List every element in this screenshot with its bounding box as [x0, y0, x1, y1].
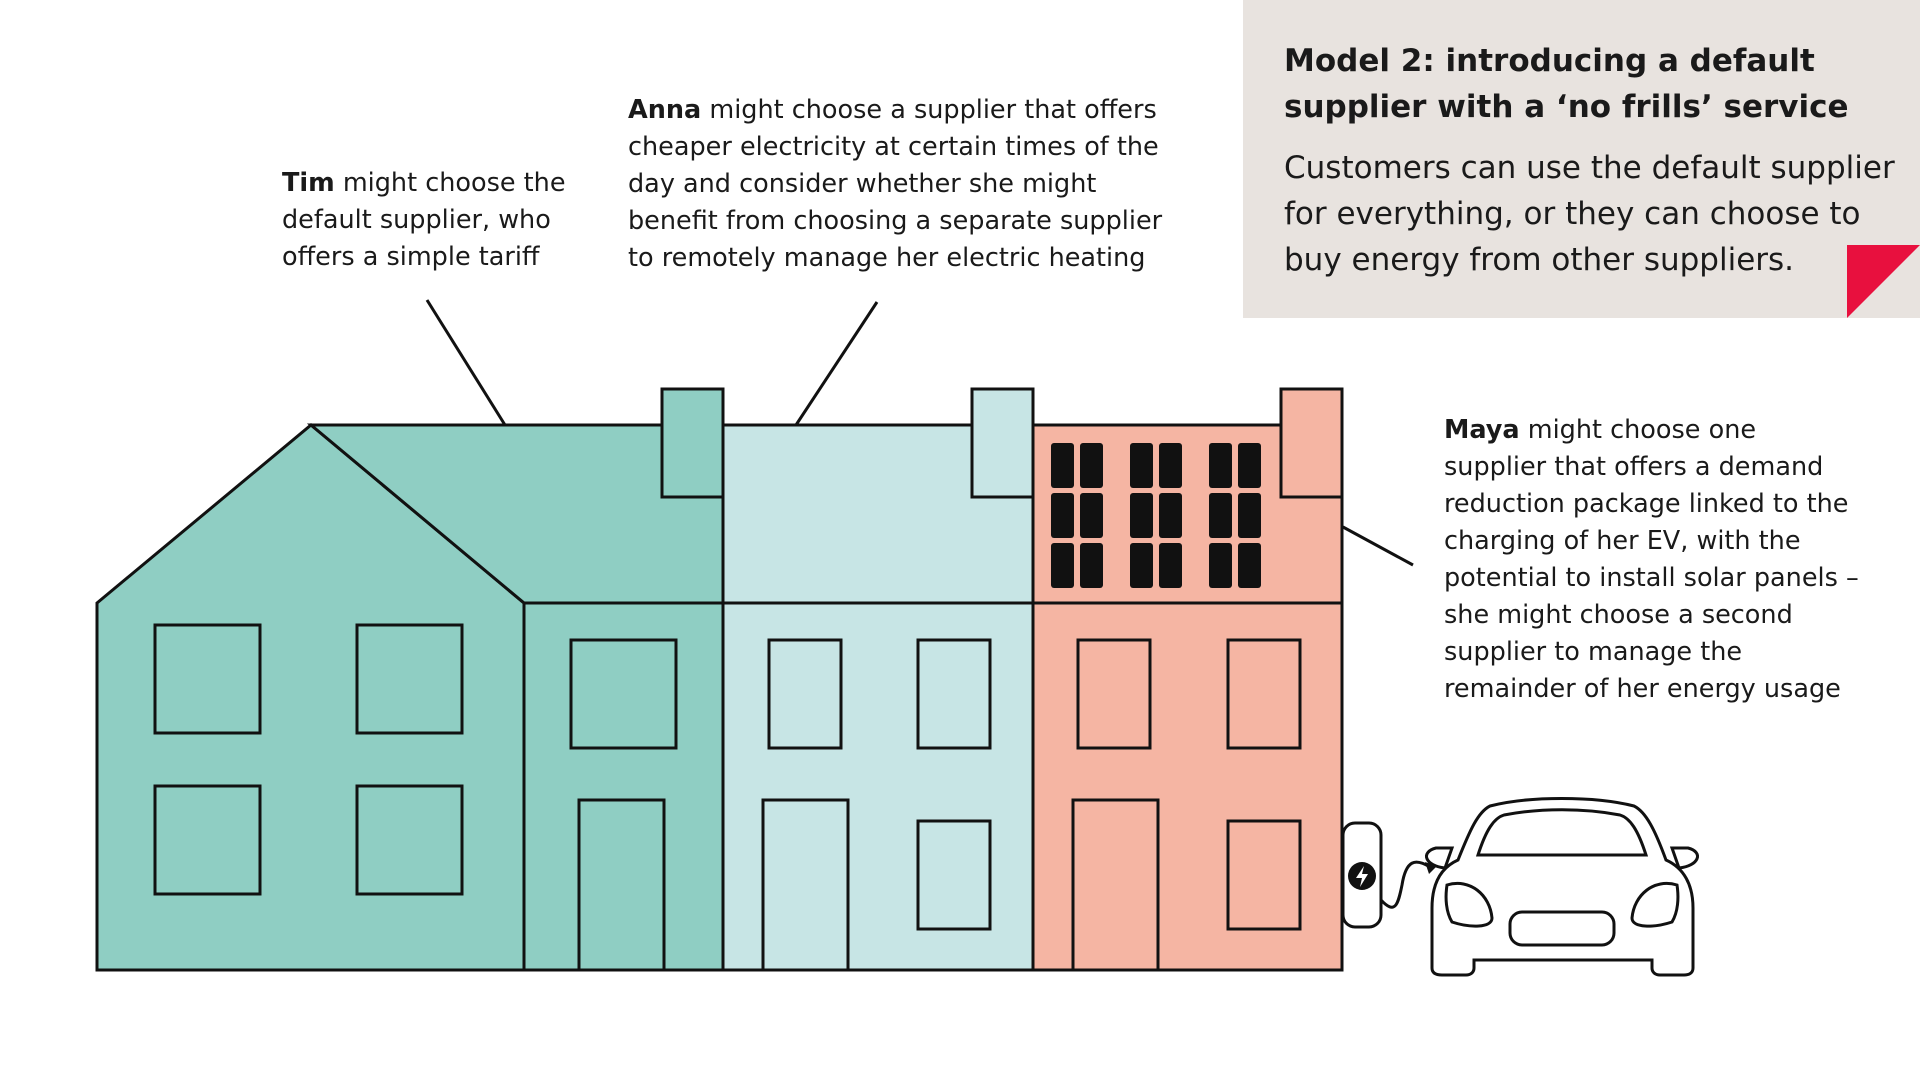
maya-chimney	[1279, 387, 1344, 499]
car-icon	[1425, 797, 1699, 977]
tim-caption-text: might choose the default supplier, who o…	[282, 168, 566, 272]
tim-house	[95, 387, 725, 972]
tim-caption: Tim might choose the default supplier, w…	[282, 165, 582, 276]
door	[577, 798, 666, 972]
anna-caption: Anna might choose a supplier that offers…	[628, 92, 1188, 277]
window	[355, 784, 464, 896]
window	[916, 638, 992, 750]
maya-caption: Maya might choose one supplier that offe…	[1444, 412, 1864, 708]
info-title: Model 2: introducing a default supplier …	[1284, 43, 1849, 125]
window	[569, 638, 678, 750]
anna-house	[721, 387, 1035, 972]
door	[1071, 798, 1160, 972]
window	[1076, 638, 1152, 750]
anna-pointer-line	[794, 301, 879, 426]
window	[153, 784, 262, 896]
anna-chimney	[970, 387, 1035, 499]
info-panel: Model 2: introducing a default supplier …	[1243, 0, 1920, 318]
lightning-icon	[1348, 862, 1376, 890]
window	[355, 623, 464, 735]
window	[1226, 638, 1302, 750]
anna-name: Anna	[628, 95, 702, 125]
tim-pointer-line	[425, 299, 507, 426]
window	[916, 819, 992, 931]
solar-panel-icon	[1051, 443, 1261, 588]
door	[761, 798, 850, 972]
anna-caption-text: might choose a supplier that offers chea…	[628, 95, 1163, 273]
maya-house	[1031, 387, 1344, 972]
window	[153, 623, 262, 735]
tim-name: Tim	[282, 168, 335, 198]
window	[767, 638, 843, 750]
window	[1226, 819, 1302, 931]
maya-pointer-line	[1342, 525, 1414, 567]
tim-chimney	[660, 387, 725, 499]
maya-name: Maya	[1444, 415, 1520, 445]
maya-caption-text: might choose one supplier that offers a …	[1444, 415, 1859, 704]
charging-plug	[1425, 862, 1437, 874]
info-body: Customers can use the default supplier f…	[1284, 150, 1895, 278]
